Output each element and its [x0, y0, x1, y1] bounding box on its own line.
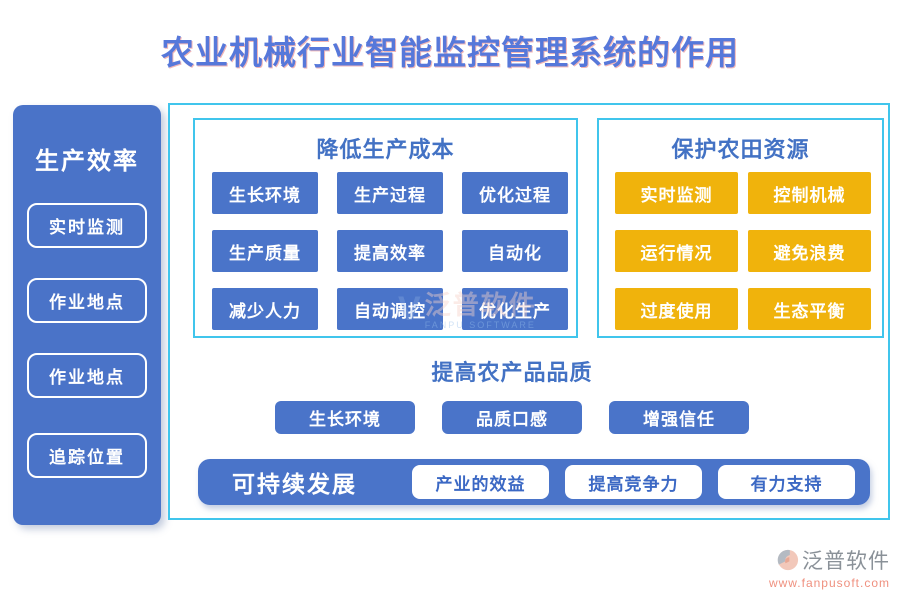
footer-url[interactable]: www.fanpusoft.com: [768, 576, 890, 590]
improve-quality-row: 生长环境 品质口感 增强信任: [170, 401, 854, 434]
sustainable-development-label: 可持续发展: [232, 472, 357, 497]
cost-item-optimize[interactable]: 优化过程: [462, 172, 568, 214]
quality-item-growth-env[interactable]: 生长环境: [275, 401, 415, 434]
farm-item-avoid-waste[interactable]: 避免浪费: [748, 230, 871, 272]
sidebar-title: 生产效率: [35, 149, 139, 175]
quality-item-trust[interactable]: 增强信任: [609, 401, 749, 434]
farm-item-eco-balance[interactable]: 生态平衡: [748, 288, 871, 330]
cost-item-automation[interactable]: 自动化: [462, 230, 568, 272]
cost-item-auto-control[interactable]: 自动调控: [337, 288, 443, 330]
farm-item-realtime-monitor[interactable]: 实时监测: [615, 172, 738, 214]
sidebar-item-work-location-1[interactable]: 作业地点: [27, 278, 147, 323]
footer-brand-name: 泛普软件: [802, 549, 890, 573]
main-panel: 降低生产成本 生长环境 生产过程 优化过程 生产质量 提高效率 自动化 减少人力…: [168, 103, 890, 520]
bar-sustainable-development: 可持续发展 产业的效益 提高竞争力 有力支持: [198, 459, 870, 505]
quality-item-taste[interactable]: 品质口感: [442, 401, 582, 434]
cost-item-process[interactable]: 生产过程: [337, 172, 443, 214]
panel-reduce-cost-title: 降低生产成本: [316, 137, 455, 162]
farm-item-run-status[interactable]: 运行情况: [615, 230, 738, 272]
farm-item-overuse[interactable]: 过度使用: [615, 288, 738, 330]
sustain-item-competitiveness[interactable]: 提高竞争力: [565, 465, 702, 499]
protect-farmland-grid: 实时监测 控制机械 运行情况 避免浪费 过度使用 生态平衡: [615, 172, 871, 330]
fanpu-logo-icon: [777, 549, 799, 571]
sidebar-item-track-position[interactable]: 追踪位置: [27, 433, 147, 478]
sidebar-item-realtime-monitor[interactable]: 实时监测: [27, 203, 147, 248]
panel-protect-farmland-title: 保护农田资源: [671, 137, 810, 162]
page-title: 农业机械行业智能监控管理系统的作用: [161, 36, 739, 72]
cost-item-growth-env[interactable]: 生长环境: [212, 172, 318, 214]
sidebar-item-work-location-2[interactable]: 作业地点: [27, 353, 147, 398]
sidebar-production-efficiency: 生产效率 实时监测 作业地点 作业地点 追踪位置: [13, 105, 161, 525]
sustain-item-industry-benefit[interactable]: 产业的效益: [412, 465, 549, 499]
improve-quality-title: 提高农产品品质: [431, 360, 593, 385]
section-improve-quality: 提高农产品品质 生长环境 品质口感 增强信任: [170, 355, 854, 434]
cost-item-efficiency[interactable]: 提高效率: [337, 230, 443, 272]
reduce-cost-grid: 生长环境 生产过程 优化过程 生产质量 提高效率 自动化 减少人力 自动调控 优…: [212, 172, 568, 330]
panel-reduce-cost: 降低生产成本 生长环境 生产过程 优化过程 生产质量 提高效率 自动化 减少人力…: [193, 118, 578, 338]
cost-item-quality[interactable]: 生产质量: [212, 230, 318, 272]
sustain-item-strong-support[interactable]: 有力支持: [718, 465, 855, 499]
cost-item-optimize-prod[interactable]: 优化生产: [462, 288, 568, 330]
farm-item-control-machine[interactable]: 控制机械: [748, 172, 871, 214]
footer-brand: 泛普软件 www.fanpusoft.com: [769, 545, 890, 590]
panel-protect-farmland: 保护农田资源 实时监测 控制机械 运行情况 避免浪费 过度使用 生态平衡: [597, 118, 884, 338]
cost-item-less-labor[interactable]: 减少人力: [212, 288, 318, 330]
